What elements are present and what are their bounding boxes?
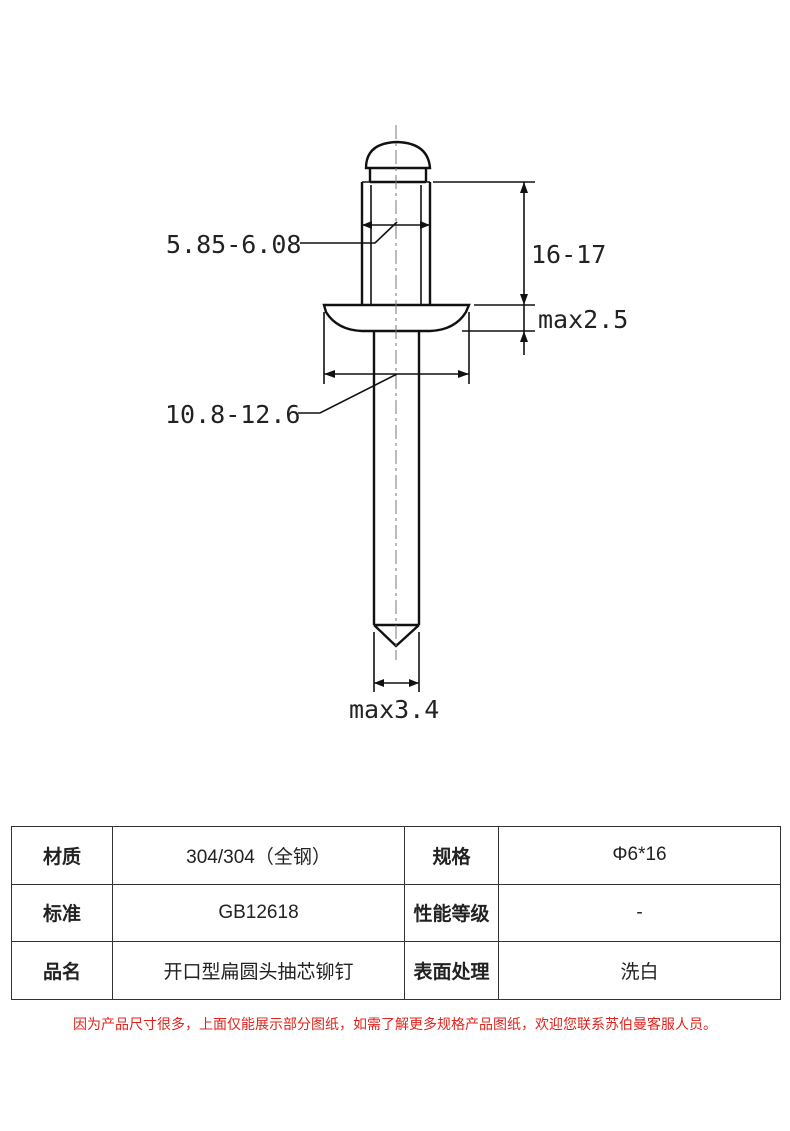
grade-value: - (498, 883, 781, 943)
material-value: 304/304（全钢） (112, 826, 405, 885)
mandrel-neck (368, 168, 428, 184)
head-diameter-dimension (298, 312, 470, 414)
body-length-label: 16-17 (531, 240, 606, 269)
table-row: 标准 GB12618 性能等级 - (11, 883, 781, 943)
footnote: 因为产品尺寸很多，上面仅能展示部分图纸，如需了解更多规格产品图纸，欢迎您联系苏伯… (73, 1016, 717, 1032)
head-height-dimension (462, 305, 535, 355)
body-length-dimension (433, 181, 535, 306)
spec-table: 材质 304/304（全钢） 规格 Φ6*16 标准 GB12618 性能等级 … (11, 826, 781, 1000)
grade-label: 性能等级 (404, 883, 499, 943)
grip-diameter-label: 5.85-6.08 (166, 230, 301, 259)
surface-treatment-label: 表面处理 (404, 941, 499, 1000)
rivet-technical-drawing: 5.85-6.08 16-17 max2.5 10.8-12.6 max3.4 (165, 125, 628, 724)
head-diameter-label: 10.8-12.6 (165, 400, 300, 429)
surface-treatment-value: 洗白 (498, 941, 781, 1000)
standard-label: 标准 (11, 883, 113, 943)
standard-value: GB12618 (112, 883, 405, 943)
mandrel-tip-label: max3.4 (349, 695, 439, 724)
mandrel-head (364, 140, 432, 170)
mandrel-tip-dimension (373, 632, 420, 692)
size-value: Φ6*16 (498, 826, 781, 885)
grip-diameter-dimension (300, 221, 430, 244)
size-label: 规格 (404, 826, 499, 885)
product-name-value: 开口型扁圆头抽芯铆钉 (112, 941, 405, 1000)
rivet-flange-head (322, 303, 471, 333)
head-height-label: max2.5 (538, 305, 628, 334)
table-row: 材质 304/304（全钢） 规格 Φ6*16 (11, 826, 781, 885)
table-row: 品名 开口型扁圆头抽芯铆钉 表面处理 洗白 (11, 941, 781, 1000)
material-label: 材质 (11, 826, 113, 885)
product-name-label: 品名 (11, 941, 113, 1000)
